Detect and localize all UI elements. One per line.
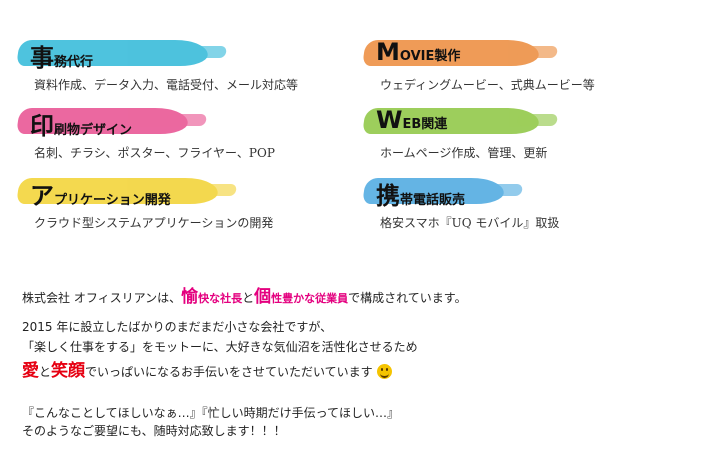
company-motto-line: 「楽しく仕事をする」をモットーに、大好きな気仙沼を活性化させるため (22, 340, 418, 354)
request-examples-line: 『こんなことしてほしいなぁ…』『忙しい時期だけ手伝ってほしい…』 (22, 406, 400, 420)
service-movie: MOVIE製作 ウェディングムービー、式典ムービー等 (362, 38, 684, 92)
service-banner: 事務代行 (16, 38, 338, 72)
service-title: 印刷物デザイン (30, 112, 133, 140)
service-banner: MOVIE製作 (362, 38, 684, 70)
service-title: 事務代行 (30, 44, 94, 72)
service-title: WEB関連 (376, 106, 448, 134)
service-description: ウェディングムービー、式典ムービー等 (380, 78, 595, 92)
service-office-work: 事務代行 資料作成、データ入力、電話受付、メール対応等 (16, 38, 338, 92)
service-description: 格安スマホ『UQ モバイル』取扱 (380, 216, 560, 230)
service-description: 名刺、チラシ、ポスター、フライヤー、POP (34, 146, 275, 160)
service-title: MOVIE製作 (376, 38, 461, 66)
service-title: アプリケーション開発 (30, 182, 171, 210)
company-mission-line: 愛と笑顔でいっぱいになるお手伝いをさせていただいています (22, 356, 392, 381)
service-description: ホームページ作成、管理、更新 (380, 146, 548, 160)
service-web: WEB関連 ホームページ作成、管理、更新 (362, 106, 684, 160)
service-banner: アプリケーション開発 (16, 176, 338, 210)
company-intro: 株式会社 オフィスリアンは、愉快な社長と個性豊かな従業員で構成されています。 (22, 287, 467, 307)
service-description: クラウド型システムアプリケーションの開発 (34, 216, 274, 230)
service-banner: WEB関連 (362, 106, 684, 138)
service-app-development: アプリケーション開発 クラウド型システムアプリケーションの開発 (16, 176, 338, 230)
company-history-line-1: 2015 年に設立したばかりのまだまだ小さな会社ですが、 (22, 320, 333, 334)
service-print-design: 印刷物デザイン 名刺、チラシ、ポスター、フライヤー、POP (16, 106, 338, 160)
service-banner: 印刷物デザイン (16, 106, 338, 140)
smile-icon (376, 364, 392, 379)
service-description: 資料作成、データ入力、電話受付、メール対応等 (34, 78, 299, 92)
service-mobile-sales: 携帯電話販売 格安スマホ『UQ モバイル』取扱 (362, 176, 684, 230)
request-support-line: そのようなご要望にも、随時対応致します！！！ (22, 424, 286, 438)
service-banner: 携帯電話販売 (362, 176, 684, 210)
service-title: 携帯電話販売 (376, 182, 466, 210)
